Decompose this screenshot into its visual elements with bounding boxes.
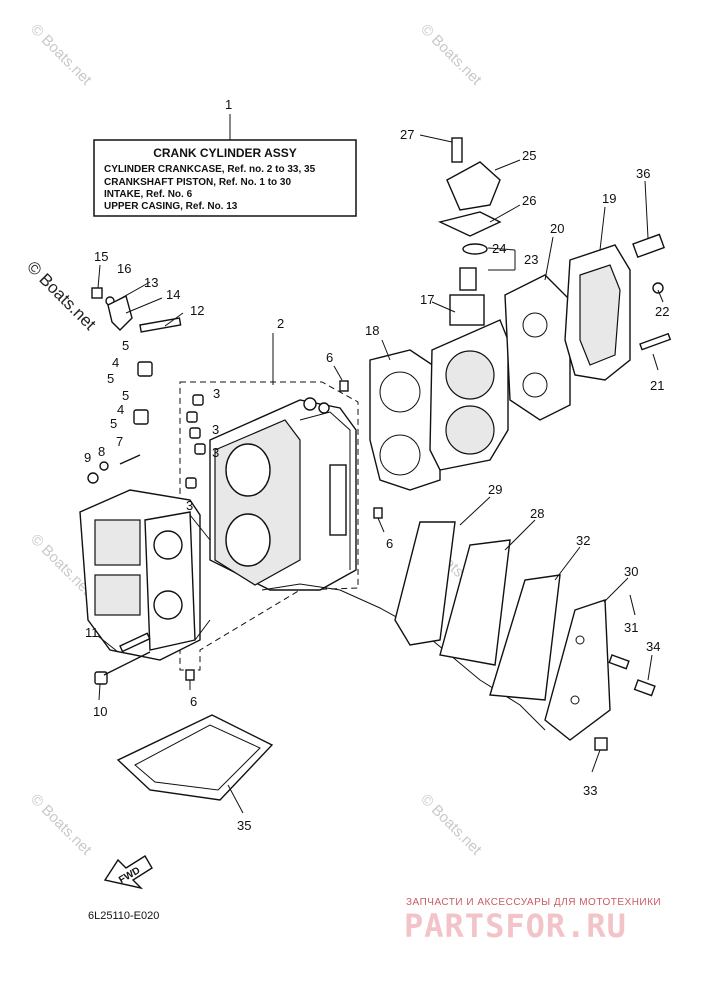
callout-5: 5 — [107, 371, 114, 386]
callout-15: 15 — [94, 249, 108, 264]
callout-3: 3 — [212, 422, 219, 437]
callout-21: 21 — [650, 378, 664, 393]
assembly-line: UPPER CASING, Ref. No. 13 — [104, 201, 238, 212]
sender-and-bolts — [632, 233, 672, 351]
brand-watermark: ЗАПЧАСТИ И АКСЕССУАРЫ ДЛЯ МОТОТЕХНИКИ PA… — [404, 897, 661, 945]
crankcase-lower — [79, 489, 211, 661]
callout-1: 1 — [225, 97, 232, 112]
callout-22: 22 — [655, 304, 669, 319]
callout-8: 8 — [98, 444, 105, 459]
callout-26: 26 — [522, 193, 536, 208]
callout-23: 23 — [524, 252, 538, 267]
callout-13: 13 — [144, 275, 158, 290]
callouts: 1 2 3 3 3 3 4 4 5 5 5 5 6 6 6 7 8 9 10 1… — [84, 97, 669, 833]
callout-5: 5 — [122, 338, 129, 353]
assembly-line: INTAKE, Ref. No. 6 — [104, 189, 193, 200]
callout-4: 4 — [112, 355, 119, 370]
watermark: © Boats.net — [23, 257, 100, 334]
callout-2: 2 — [277, 316, 284, 331]
callout-6: 6 — [190, 694, 197, 709]
thermostat-parts — [437, 137, 502, 237]
watermark: © Boats.net — [417, 21, 485, 89]
watermark: © Boats.net — [417, 791, 485, 859]
cylinder-head — [429, 243, 509, 471]
callout-29: 29 — [488, 482, 502, 497]
brand-name: PARTSFOR.RU — [404, 907, 627, 945]
diagram-ref: 6L25110-E020 — [88, 910, 159, 922]
callout-9: 9 — [84, 450, 91, 465]
callout-24: 24 — [492, 241, 506, 256]
callout-18: 18 — [365, 323, 379, 338]
callout-3: 3 — [213, 386, 220, 401]
callout-36: 36 — [636, 166, 650, 181]
callout-31: 31 — [624, 620, 638, 635]
bolts-group — [87, 287, 206, 685]
callout-5: 5 — [122, 388, 129, 403]
callout-35: 35 — [237, 818, 251, 833]
watermark: © Boats.net — [27, 21, 95, 89]
callout-34: 34 — [646, 639, 660, 654]
callout-3: 3 — [212, 445, 219, 460]
callout-20: 20 — [550, 221, 564, 236]
callout-3: 3 — [186, 498, 193, 513]
callout-6: 6 — [386, 536, 393, 551]
callout-10: 10 — [93, 704, 107, 719]
exhaust-gaskets — [394, 521, 561, 701]
callout-16: 16 — [117, 261, 131, 276]
assembly-line: CRANKSHAFT PISTON, Ref. No. 1 to 30 — [104, 177, 291, 188]
assembly-title: CRANK CYLINDER ASSY — [153, 146, 297, 160]
callout-5: 5 — [110, 416, 117, 431]
callout-11: 11 — [85, 625, 99, 640]
callout-28: 28 — [530, 506, 544, 521]
callout-25: 25 — [522, 148, 536, 163]
callout-19: 19 — [602, 191, 616, 206]
callout-6: 6 — [326, 350, 333, 365]
watermark: © Boats.net — [27, 791, 95, 859]
callout-33: 33 — [583, 783, 597, 798]
callout-30: 30 — [624, 564, 638, 579]
exhaust-cover — [544, 599, 656, 751]
callout-27: 27 — [400, 127, 414, 142]
head-gasket — [369, 349, 441, 491]
callout-14: 14 — [166, 287, 180, 302]
cylinder-crankcase — [179, 381, 546, 731]
assembly-box: CRANK CYLINDER ASSY CYLINDER CRANKCASE, … — [93, 114, 357, 217]
fwd-arrow: FWD — [103, 855, 153, 890]
callout-7: 7 — [116, 434, 123, 449]
brand-tagline: ЗАПЧАСТИ И АКСЕССУАРЫ ДЛЯ МОТОТЕХНИКИ — [406, 897, 661, 908]
bottom-gasket — [116, 714, 274, 801]
callout-12: 12 — [190, 303, 204, 318]
head-cover-gasket — [504, 244, 631, 421]
callout-32: 32 — [576, 533, 590, 548]
callout-4: 4 — [117, 402, 124, 417]
callout-17: 17 — [420, 292, 434, 307]
assembly-line: CYLINDER CRANKCASE, Ref. no. 2 to 33, 35 — [104, 164, 316, 175]
leader-lines — [97, 134, 664, 814]
